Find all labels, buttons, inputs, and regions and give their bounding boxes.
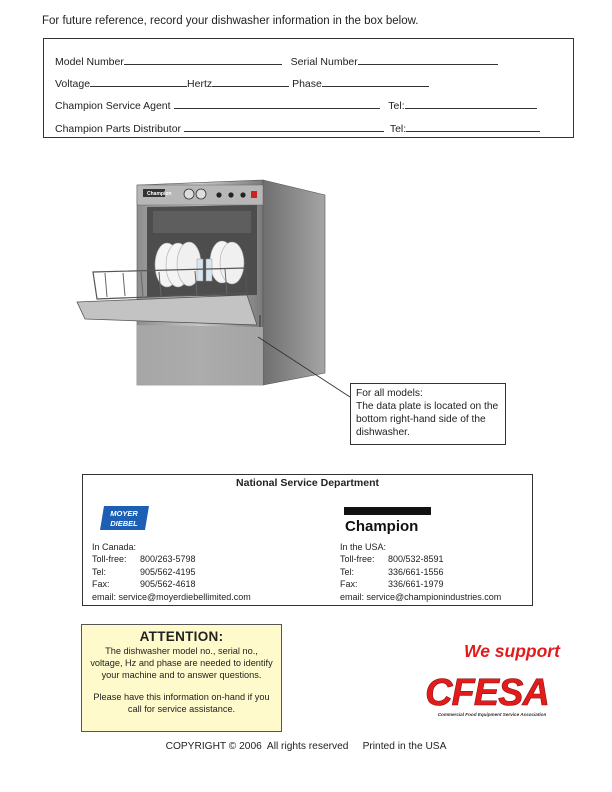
voltage-line: Voltage Hertz Phase xyxy=(55,76,429,90)
agent-tel-label: Tel: xyxy=(388,100,405,112)
phase-field[interactable] xyxy=(321,76,429,87)
service-agent-field[interactable] xyxy=(173,98,380,109)
champion-logo-text: Champion xyxy=(345,518,418,534)
parts-distributor-field[interactable] xyxy=(183,121,384,132)
service-agent-label: Champion Service Agent xyxy=(55,100,171,112)
usa-fax-label: Fax: xyxy=(340,579,358,590)
moyer-logo-line1: MOYER xyxy=(110,509,138,518)
usa-contact: In the USA: Toll-free: 800/532-8591 Tel: 3… xyxy=(340,541,501,603)
canada-tel-value: 905/562-4195 xyxy=(140,566,196,577)
callout-heading: For all models: xyxy=(356,388,423,399)
attention-title: ATTENTION: xyxy=(139,629,224,644)
hertz-label: Hertz xyxy=(187,78,213,90)
voltage-label: Voltage xyxy=(55,78,91,90)
distributor-tel-label: Tel: xyxy=(389,123,407,135)
canada-heading: In Canada: xyxy=(92,542,137,552)
agent-line: Champion Service Agent Tel: xyxy=(55,98,537,112)
intro-text: For future reference, record your dishwa… xyxy=(42,15,419,27)
cfesa-logo-text: CFESA xyxy=(425,672,549,714)
canada-email-label: email: xyxy=(92,591,117,602)
service-department-box: National Service Department In Canada: T… xyxy=(82,474,533,606)
service-title: National Service Department xyxy=(236,477,379,489)
parts-distributor-label: Champion Parts Distributor xyxy=(55,123,182,135)
record-info-box: Model Number Serial Number Voltage Hertz … xyxy=(43,38,574,138)
copyright-line: COPYRIGHT © 2006 All rights reserved Pri… xyxy=(165,741,447,752)
moyer-logo-line2: DIEBEL xyxy=(110,519,138,528)
attention-box: ATTENTION: The dishwasher model no., ser… xyxy=(81,624,282,732)
canada-email-value[interactable]: service@moyerdiebellimited.com xyxy=(118,591,251,602)
serial-number-label: Serial Number xyxy=(290,56,358,68)
canada-contact: In Canada: Toll-free: 800/263-5798 Tel: 90… xyxy=(92,541,251,603)
data-plate-callout: For all models: The data plate is locate… xyxy=(350,383,506,445)
usa-heading: In the USA: xyxy=(340,542,387,552)
usa-fax-value: 336/661-1979 xyxy=(388,579,444,590)
voltage-field[interactable] xyxy=(90,76,188,87)
canada-tollfree-value: 800/263-5798 xyxy=(140,554,196,565)
serial-number-field[interactable] xyxy=(357,54,498,65)
usa-tollfree-value: 800/532-8591 xyxy=(388,554,444,565)
canada-tollfree-label: Toll-free: xyxy=(92,554,127,565)
usa-tollfree-label: Toll-free: xyxy=(340,554,375,565)
canada-tel-label: Tel: xyxy=(92,566,107,577)
canada-fax-label: Fax: xyxy=(92,579,110,590)
brand-plate-text: Champion xyxy=(147,191,171,197)
distributor-line: Champion Parts Distributor Tel: xyxy=(55,121,541,135)
canada-fax-value: 905/562-4618 xyxy=(140,579,196,590)
attention-paragraph-1: The dishwasher model no., serial no., vo… xyxy=(90,646,273,681)
agent-tel-field[interactable] xyxy=(404,98,537,109)
callout-body: The data plate is located on the bottom … xyxy=(356,401,499,438)
dishwasher-illustration: Champion xyxy=(76,179,326,386)
distributor-tel-field[interactable] xyxy=(406,121,541,132)
hertz-field[interactable] xyxy=(212,76,290,87)
cfesa-logo-subtext: Commercial Food Equipment Service Associ… xyxy=(438,712,547,717)
cfesa-logo: CFESA Commercial Food Equipment Service … xyxy=(425,672,550,717)
we-support-text: We support xyxy=(464,641,560,661)
champion-logo: Champion xyxy=(344,507,431,534)
phase-label: Phase xyxy=(292,78,322,90)
usa-tel-label: Tel: xyxy=(340,566,355,577)
usa-tel-value: 336/661-1556 xyxy=(388,566,444,577)
model-serial-line: Model Number Serial Number xyxy=(55,54,498,68)
model-number-field[interactable] xyxy=(123,54,282,65)
usa-email-label: email: xyxy=(340,591,365,602)
moyer-diebel-logo: MOYER DIEBEL xyxy=(100,506,149,530)
usa-email-value[interactable]: service@championindustries.com xyxy=(366,591,502,602)
attention-paragraph-2: Please have this information on-hand if … xyxy=(93,691,270,714)
model-number-label: Model Number xyxy=(55,56,124,68)
